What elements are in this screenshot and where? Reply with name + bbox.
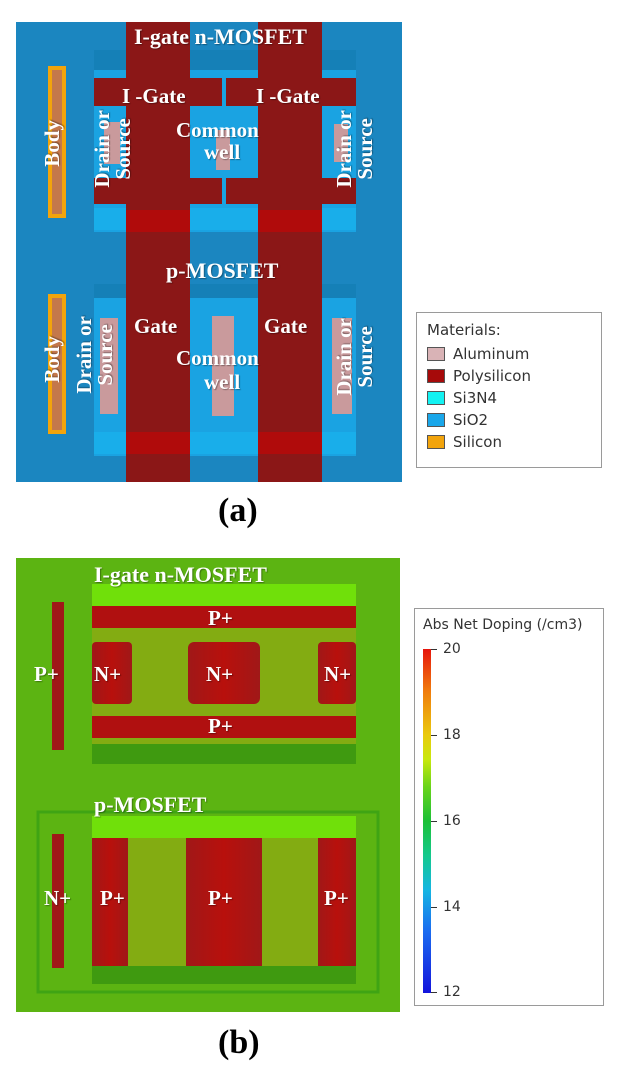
label-drain-source-bottom-right: Drain or Source <box>332 318 377 396</box>
swatch-aluminum <box>427 347 445 361</box>
body-contact-top-inner <box>52 70 62 214</box>
label-b-n-plus-1: N+ <box>94 662 122 686</box>
panel-b-structure <box>16 558 400 1012</box>
legend-item-si3n4: Si3N4 <box>427 387 593 409</box>
p-plus-region-2 <box>186 838 262 966</box>
al-contact-bottom-left <box>100 318 118 414</box>
label-drain-source-top-left-2: Source <box>111 118 135 180</box>
legend-label-aluminum: Aluminum <box>453 345 530 363</box>
p-plus-bar-top <box>92 606 356 628</box>
label-common-well-top-2: well <box>204 140 241 164</box>
label-b-p-plus-1: P+ <box>100 886 125 910</box>
legend-label-sio2: SiO2 <box>453 411 489 429</box>
materials-legend: Materials: Aluminum Polysilicon Si3N4 Si… <box>416 312 602 468</box>
label-b-p-plus-bottom: P+ <box>208 714 233 738</box>
legend-item-polysilicon: Polysilicon <box>427 365 593 387</box>
gate-end-left-bottom <box>126 432 190 454</box>
label-drain-source-bottom-left: Drain or Source <box>72 316 117 394</box>
swatch-silicon <box>427 435 445 449</box>
igate-bar-top-left <box>94 78 222 106</box>
label-common-well-bottom-2: well <box>204 370 241 394</box>
swatch-sio2 <box>427 413 445 427</box>
panel-a: I-gate n-MOSFET I -Gate I -Gate Common w… <box>16 22 402 482</box>
legend-label-silicon: Silicon <box>453 433 502 451</box>
label-igate-right: I -Gate <box>256 84 320 108</box>
label-gate-right: Gate <box>264 314 308 338</box>
label-drain-source-top-right-2: Source <box>353 118 377 180</box>
top-device-bottom-edge <box>92 744 356 764</box>
label-common-well-top-1: Common <box>176 118 259 142</box>
al-contact-top-center <box>216 130 230 170</box>
p-plus-bar-bottom <box>92 716 356 738</box>
label-igate-left: I -Gate <box>122 84 186 108</box>
al-contact-top-right <box>334 124 348 162</box>
n-plus-region-3 <box>318 642 356 704</box>
label-b-p-plus-left: P+ <box>34 662 59 686</box>
label-drain-source-top-left: Drain or Source <box>90 110 135 188</box>
label-b-p-plus-top: P+ <box>208 606 233 630</box>
swatch-polysilicon <box>427 369 445 383</box>
caption-b: (b) <box>218 1024 260 1061</box>
gate-end-left-top <box>126 210 190 232</box>
label-drain-source-bottom-left-2: Source <box>93 324 117 386</box>
colorbar-tick-14: 14 <box>443 899 461 915</box>
colorbar-tickmark-12 <box>431 992 437 993</box>
label-b-n-plus-2: N+ <box>206 662 234 686</box>
swatch-si3n4 <box>427 391 445 405</box>
label-drain-source-bottom-right-2: Source <box>353 326 377 388</box>
legend-label-polysilicon: Polysilicon <box>453 367 531 385</box>
p-plus-body-top <box>52 602 64 750</box>
colorbar-tick-18: 18 <box>443 727 461 743</box>
al-contact-top-left <box>104 122 120 164</box>
legend-item-sio2: SiO2 <box>427 409 593 431</box>
legend-label-si3n4: Si3N4 <box>453 389 497 407</box>
colorbar-tickmark-20 <box>431 649 437 650</box>
n-plus-region-1 <box>92 642 132 704</box>
label-body-bottom: Body <box>40 336 64 383</box>
colorbar-tick-20: 20 <box>443 641 461 657</box>
panel-b: I-gate n-MOSFET P+ P+ N+ N+ N+ P+ p-MOSF… <box>16 558 400 1012</box>
bottom-device-top-edge <box>92 816 356 838</box>
label-b-p-plus-2: P+ <box>208 886 233 910</box>
label-igate-nmosfet: I-gate n-MOSFET <box>134 24 307 49</box>
materials-legend-title: Materials: <box>427 321 501 339</box>
label-gate-left: Gate <box>134 314 178 338</box>
legend-item-aluminum: Aluminum <box>427 343 593 365</box>
label-common-well-bottom-1: Common <box>176 346 259 370</box>
label-b-p-plus-3: P+ <box>324 886 349 910</box>
top-device-top-edge <box>92 584 356 606</box>
gate-end-right-top <box>258 210 322 232</box>
al-contact-bottom-center <box>212 316 234 416</box>
label-body-top: Body <box>40 120 64 167</box>
n-plus-region-2 <box>188 642 260 704</box>
label-drain-source-top-right: Drain or Source <box>332 110 377 188</box>
colorbar-tickmark-18 <box>431 735 437 736</box>
colorbar-tick-12: 12 <box>443 984 461 1000</box>
igate-bar-bottom-right <box>226 178 356 204</box>
colorbar-tickmark-16 <box>431 821 437 822</box>
caption-a: (a) <box>218 492 258 529</box>
colorbar-title: Abs Net Doping (/cm3) <box>423 617 583 633</box>
colorbar-tickmark-14 <box>431 907 437 908</box>
colorbar-gradient <box>423 649 431 993</box>
gate-end-right-bottom <box>258 432 322 454</box>
legend-item-silicon: Silicon <box>427 431 593 453</box>
label-b-pmosfet: p-MOSFET <box>94 792 207 817</box>
al-contact-bottom-right <box>332 318 352 414</box>
p-plus-region-3 <box>318 838 356 966</box>
igate-bar-top-right <box>226 78 356 106</box>
bottom-device-bottom-edge <box>92 966 356 984</box>
igate-bar-bottom-left <box>94 178 222 204</box>
p-plus-region-1 <box>92 838 128 966</box>
label-b-igate-nmosfet: I-gate n-MOSFET <box>94 562 267 587</box>
doping-colorbar-legend: Abs Net Doping (/cm3) 20 18 16 14 12 <box>414 608 604 1006</box>
label-pmosfet: p-MOSFET <box>166 258 279 283</box>
panel-a-structure <box>16 22 402 482</box>
body-contact-bottom-inner <box>52 298 62 430</box>
bottom-device-outline <box>36 810 380 994</box>
n-plus-body-bottom <box>52 834 64 968</box>
label-b-n-plus-3: N+ <box>324 662 352 686</box>
label-b-n-plus-body: N+ <box>44 886 72 910</box>
colorbar-tick-16: 16 <box>443 813 461 829</box>
